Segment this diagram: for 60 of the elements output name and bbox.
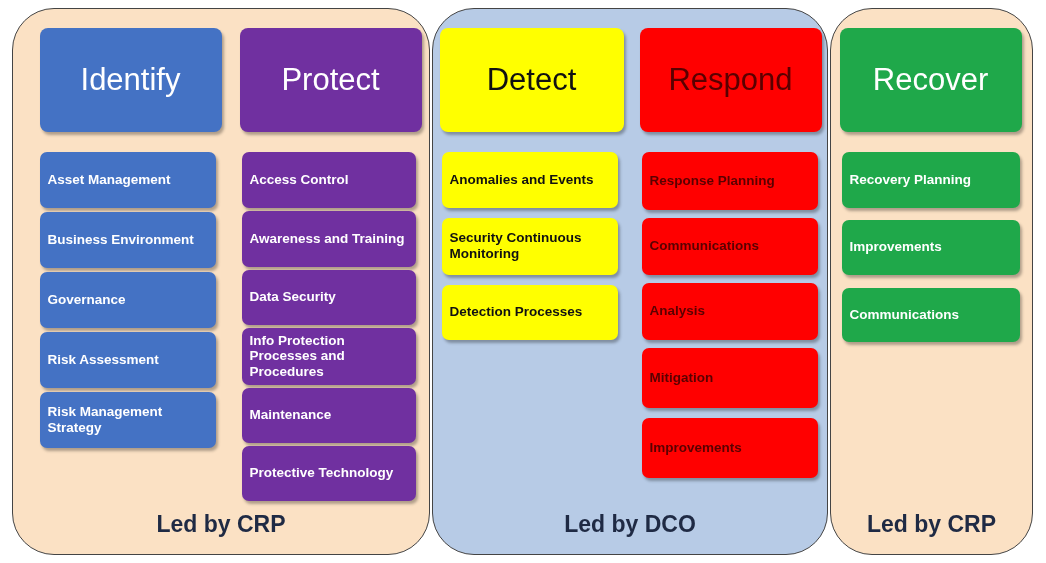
- category-box: [241, 151, 416, 208]
- function-title: Detect: [486, 61, 577, 98]
- category-label: Info Protection Processes and Procedures: [249, 332, 346, 380]
- category-box: [841, 151, 1020, 208]
- group-label: Led by CRP: [865, 511, 998, 538]
- category-label: Business Environment: [47, 231, 194, 248]
- category-label: Protective Technology: [249, 465, 394, 481]
- category-label: Communications: [649, 238, 759, 254]
- function-header: [839, 27, 1022, 132]
- category-label: Access Control: [249, 171, 349, 188]
- category-label: Data Security: [249, 289, 336, 305]
- category-label: Detection Processes: [449, 304, 583, 320]
- category-label: Maintenance: [249, 407, 332, 423]
- function-title: Identify: [80, 61, 181, 98]
- group-label: Led by CRP: [155, 511, 287, 538]
- group-panel: [12, 8, 430, 555]
- function-title: Protect: [281, 61, 380, 98]
- category-label: Risk Assessment: [47, 351, 159, 368]
- group-panel: [432, 8, 828, 555]
- category-label: Improvements: [649, 439, 742, 456]
- function-header: [439, 27, 624, 132]
- category-box: [841, 287, 1020, 342]
- function-header: [39, 27, 222, 132]
- category-box: [241, 387, 416, 443]
- function-header: [639, 27, 822, 132]
- function-title: Recover: [872, 61, 989, 98]
- category-label: Improvements: [849, 239, 942, 255]
- group-panel: [830, 8, 1033, 555]
- category-label: Asset Management: [47, 171, 171, 188]
- category-box: [641, 417, 818, 478]
- category-box: [39, 331, 216, 388]
- category-box: [39, 271, 216, 328]
- category-box: [641, 217, 818, 275]
- category-box: [641, 151, 818, 210]
- category-box: [441, 284, 618, 340]
- category-label: Security Continuous Monitoring: [449, 230, 583, 262]
- category-box: [39, 391, 216, 448]
- category-label: Analysis: [649, 303, 706, 319]
- group-label: Led by DCO: [563, 511, 697, 538]
- category-label: Governance: [47, 291, 126, 308]
- category-label: Awareness and Training: [249, 230, 405, 247]
- category-box: [441, 217, 618, 275]
- category-box: [241, 327, 416, 385]
- category-box: [241, 210, 416, 267]
- category-box: [641, 282, 818, 340]
- function-title: Respond: [668, 61, 793, 98]
- category-box: [441, 151, 618, 208]
- category-label: Risk Management Strategy: [47, 404, 164, 435]
- category-box: [241, 445, 416, 501]
- category-label: Anomalies and Events: [449, 171, 594, 188]
- category-label: Recovery Planning: [849, 171, 972, 188]
- category-label: Response Planning: [649, 172, 775, 189]
- function-header: [239, 27, 422, 132]
- category-label: Mitigation: [649, 369, 714, 386]
- category-box: [841, 219, 1020, 275]
- category-box: [39, 151, 216, 208]
- category-box: [641, 347, 818, 408]
- category-box: [241, 269, 416, 325]
- category-box: [39, 211, 216, 268]
- category-label: Communications: [849, 306, 959, 323]
